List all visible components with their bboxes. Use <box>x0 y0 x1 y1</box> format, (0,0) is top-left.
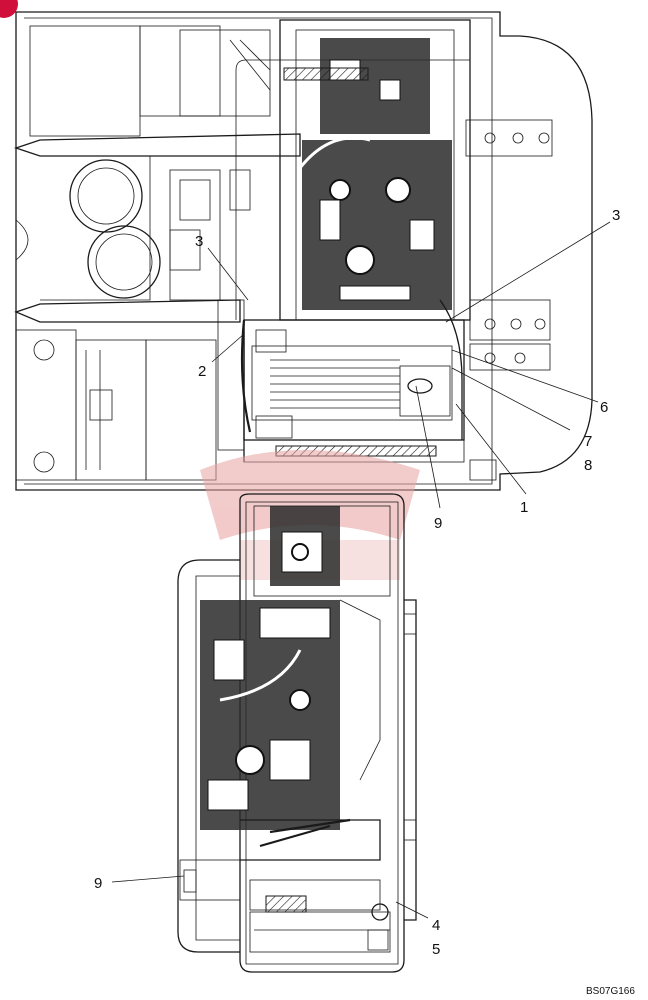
engine-top-view <box>298 38 452 310</box>
corner-mark-icon <box>0 0 18 18</box>
side-view <box>111 493 429 973</box>
callout-6: 6 <box>600 399 608 416</box>
callout-3-right: 3 <box>612 207 620 224</box>
callout-9-top: 9 <box>434 515 442 532</box>
callout-2: 2 <box>198 363 206 380</box>
leader-lines-top <box>207 221 611 509</box>
radiator-fins <box>270 359 400 409</box>
drawing-reference-code: BS07G166 <box>586 986 635 997</box>
callout-3-left: 3 <box>195 233 203 250</box>
callout-7: 7 <box>584 433 592 450</box>
top-view <box>13 11 611 509</box>
callouts: 3 3 2 6 7 8 1 9 9 4 5 <box>94 207 620 958</box>
callout-5: 5 <box>432 941 440 958</box>
engine-side-view <box>200 600 340 830</box>
callout-9-bottom: 9 <box>94 875 102 892</box>
callout-8: 8 <box>584 457 592 474</box>
leader-lines-bottom <box>111 875 429 919</box>
callout-1: 1 <box>520 499 528 516</box>
callout-4: 4 <box>432 917 440 934</box>
